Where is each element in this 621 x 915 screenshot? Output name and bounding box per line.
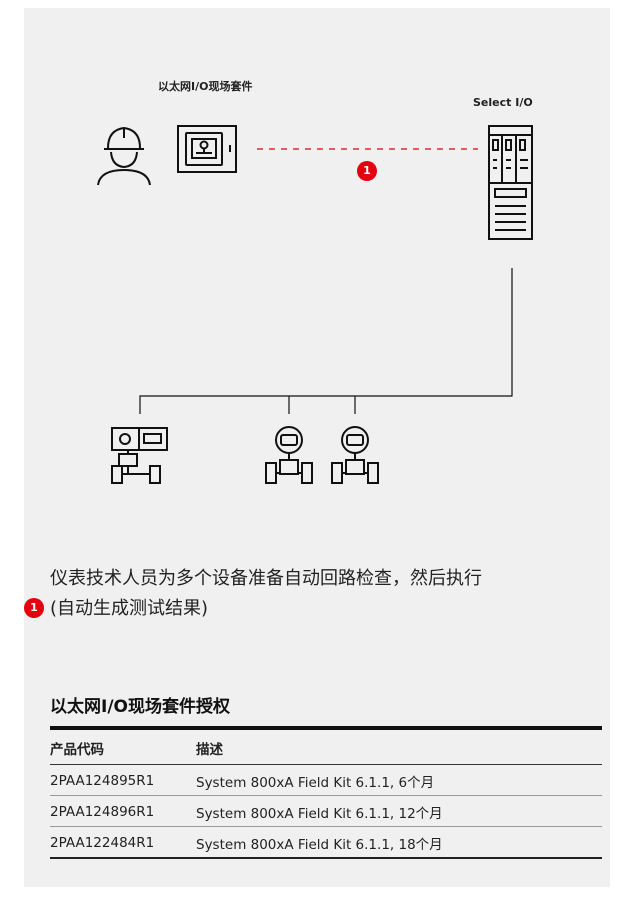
product-code-cell: 2PAA122484R1	[50, 826, 196, 859]
description-cell: System 800xA Field Kit 6.1.1, 12个月	[196, 795, 602, 827]
product-code-cell: 2PAA124896R1	[50, 795, 196, 827]
description-line-1: 仪表技术人员为多个设备准备自动回路检查，然后执行	[50, 568, 482, 589]
table-header-row: 产品代码 描述	[50, 726, 602, 765]
column-header-description: 描述	[196, 726, 602, 765]
select-io-cabinet-icon	[488, 125, 533, 240]
table-row: 2PAA124896R1 System 800xA Field Kit 6.1.…	[50, 795, 602, 827]
technician-icon	[97, 126, 151, 186]
table-row: 2PAA122484R1 System 800xA Field Kit 6.1.…	[50, 826, 602, 859]
description-cell: System 800xA Field Kit 6.1.1, 6个月	[196, 764, 602, 796]
step-badge: 1	[357, 161, 377, 181]
network-diagram	[97, 125, 533, 484]
license-table: 产品代码 描述 2PAA124895R1 System 800xA Field …	[50, 726, 602, 859]
flowmeter-icon	[331, 426, 379, 484]
license-table-title: 以太网I/O现场套件授权	[50, 697, 230, 717]
description-line-2: (自动生成测试结果)	[50, 598, 209, 619]
step-badge: 1	[24, 598, 44, 618]
field-kit-tablet-icon	[177, 125, 237, 173]
io-connection-lines	[139, 268, 513, 414]
product-code-cell: 2PAA124895R1	[50, 764, 196, 796]
field-device-icon	[111, 427, 168, 484]
table-row: 2PAA124895R1 System 800xA Field Kit 6.1.…	[50, 764, 602, 796]
field-kit-label: 以太网I/O现场套件	[158, 80, 253, 93]
flowmeter-icon	[265, 426, 313, 484]
description-cell: System 800xA Field Kit 6.1.1, 18个月	[196, 826, 602, 859]
select-io-label: Select I/O	[473, 96, 533, 109]
column-header-code: 产品代码	[50, 726, 196, 765]
